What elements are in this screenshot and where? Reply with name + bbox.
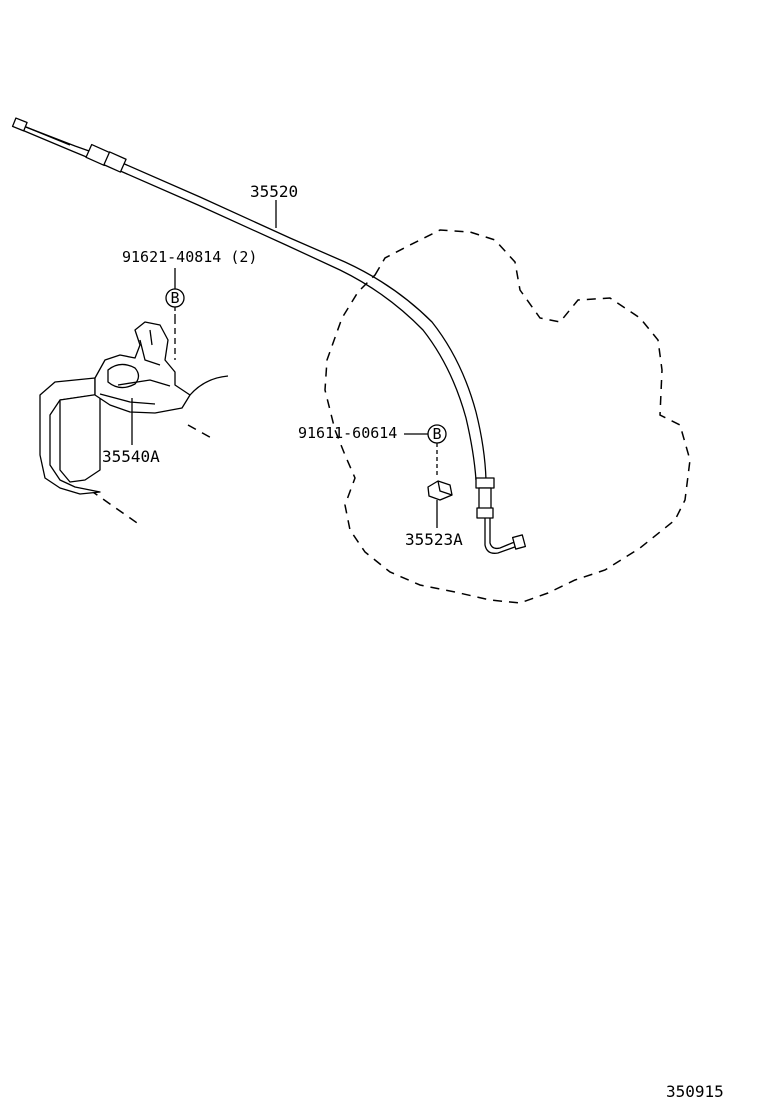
label-91621-40814: 91621-40814 (2) <box>122 248 257 266</box>
bolt-marker-lower: B <box>404 424 447 478</box>
engine-outline-upper <box>187 424 216 441</box>
bolt-marker-upper: B <box>165 268 185 360</box>
label-35520: 35520 <box>250 182 298 201</box>
transmission-outline <box>324 229 691 604</box>
shift-cable <box>11 117 527 554</box>
shift-lever-bracket <box>39 321 229 495</box>
marker-b-lower: B <box>432 425 441 443</box>
label-91611-60614: 91611-60614 <box>298 424 397 442</box>
marker-b-upper: B <box>170 289 179 307</box>
figure-number: 350915 <box>666 1082 724 1101</box>
label-35523a: 35523A <box>405 530 463 549</box>
cable-clamp <box>427 480 453 528</box>
label-35540a: 35540A <box>102 447 160 466</box>
engine-outline <box>89 489 141 526</box>
